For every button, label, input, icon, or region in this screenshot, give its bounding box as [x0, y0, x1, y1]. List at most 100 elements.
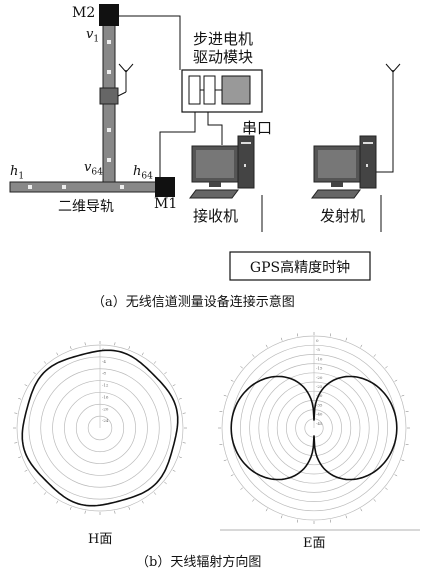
- rx-antenna-icon: [118, 63, 134, 73]
- angle-tick: [401, 394, 405, 397]
- angle-tick: [401, 459, 405, 462]
- label-h1: h1: [10, 164, 25, 182]
- angle-tick: [405, 411, 409, 413]
- angle-tick: [164, 481, 167, 485]
- tx-antenna-icon: [385, 63, 401, 73]
- angle-tick: [182, 442, 186, 444]
- wire-tx-antenna: [376, 70, 394, 173]
- angle-tick: [14, 412, 18, 414]
- angle-tick: [329, 519, 331, 523]
- rail-marker: [107, 128, 111, 132]
- radial-tick-label: -16: [102, 394, 109, 399]
- radial-tick-label: -35: [316, 402, 323, 407]
- angle-tick: [230, 379, 234, 382]
- e-plane-label: E面: [303, 536, 326, 551]
- radial-tick-label: -8: [102, 371, 106, 376]
- angle-tick: [141, 352, 144, 356]
- motor-m2: [99, 4, 119, 26]
- antenna-feed: [117, 91, 127, 97]
- radial-tick-label: 0: [102, 347, 105, 352]
- wire-m1-driver: [159, 112, 196, 177]
- angle-tick: [153, 492, 157, 495]
- label-stepper-line1: 步进电机: [193, 30, 254, 48]
- angle-tick: [385, 366, 388, 369]
- rail-marker: [107, 40, 111, 44]
- label-gps-clock: GPS高精度时钟: [249, 260, 351, 276]
- receiver-computer-icon: [189, 135, 255, 199]
- angle-tick: [43, 492, 47, 495]
- angle-tick: [172, 384, 176, 387]
- angle-tick: [219, 411, 223, 413]
- label-v64: v64: [84, 160, 103, 178]
- angle-tick: [172, 469, 176, 472]
- rail-marker: [107, 158, 111, 162]
- angle-tick: [265, 508, 268, 512]
- radial-tick-label: -45: [316, 421, 323, 426]
- caption-b: （b）天线辐射方向图: [136, 555, 262, 570]
- angle-tick: [280, 515, 283, 519]
- radial-tick-label: -25: [316, 384, 323, 389]
- angle-tick: [345, 515, 348, 519]
- angle-tick: [230, 474, 234, 477]
- angle-tick: [114, 510, 116, 514]
- angle-tick: [394, 474, 398, 477]
- angle-tick: [128, 346, 130, 350]
- radial-tick-label: -20: [102, 406, 109, 411]
- horizontal-rail: [9, 181, 167, 193]
- radial-tick-label: -4: [102, 359, 106, 364]
- angle-tick: [394, 379, 398, 382]
- radial-tick-label: -30: [316, 393, 323, 398]
- angle-tick: [252, 354, 255, 357]
- driver-slot: [188, 75, 201, 105]
- radial-tick-label: -40: [316, 412, 323, 417]
- angle-tick: [240, 487, 243, 490]
- angle-tick: [70, 506, 72, 510]
- wire-driver-receiver: [207, 112, 223, 145]
- label-v1: v1: [86, 27, 100, 45]
- rail-marker: [107, 70, 111, 74]
- radial-tick-label: -10: [316, 356, 323, 361]
- angle-tick: [223, 459, 227, 462]
- angle-tick: [24, 384, 28, 387]
- angle-tick: [153, 361, 157, 364]
- radial-tick-label: 0: [316, 338, 319, 343]
- angle-tick: [70, 346, 72, 350]
- angle-tick: [84, 510, 86, 514]
- rail-marker: [120, 185, 124, 189]
- angle-tick: [265, 344, 268, 348]
- transmitter-computer-icon: [311, 135, 377, 199]
- angle-tick: [178, 398, 182, 400]
- angle-tick: [345, 337, 348, 341]
- angle-tick: [178, 456, 182, 458]
- rail-marker: [28, 185, 32, 189]
- driver-board: [221, 75, 251, 105]
- angle-tick: [33, 371, 36, 375]
- rail-carriage: [99, 87, 119, 105]
- angle-tick: [219, 443, 223, 445]
- angle-tick: [43, 361, 47, 364]
- driver-slot: [203, 75, 216, 105]
- angle-tick: [297, 519, 299, 523]
- radial-tick-label: -15: [316, 366, 323, 371]
- angle-tick: [280, 337, 283, 341]
- radial-tick-label: -12: [102, 383, 109, 388]
- label-serial-port: 串口: [242, 119, 273, 137]
- angle-tick: [56, 500, 59, 504]
- angle-tick: [18, 456, 22, 458]
- radial-tick-label: -24: [102, 418, 109, 423]
- angle-tick: [18, 398, 22, 400]
- rail-marker: [62, 185, 66, 189]
- angle-tick: [360, 508, 363, 512]
- angle-tick: [252, 499, 255, 502]
- angle-tick: [385, 487, 388, 490]
- angle-tick: [114, 342, 116, 346]
- radial-tick-label: -5: [316, 347, 320, 352]
- wire-m2-driver: [119, 15, 181, 70]
- label-transmitter: 发射机: [320, 207, 366, 225]
- angle-tick: [223, 394, 227, 397]
- angle-tick: [329, 333, 331, 337]
- angle-tick: [297, 333, 299, 337]
- angle-tick: [373, 499, 376, 502]
- h-plane-polar-plot: 0 -4 -8 -12 -16 -20 -24: [13, 341, 187, 515]
